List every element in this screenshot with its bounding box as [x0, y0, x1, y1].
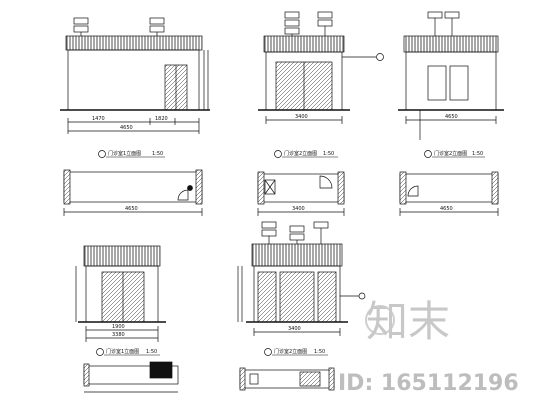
scale-e2: 1:50: [323, 151, 334, 157]
elevation-2: [258, 11, 384, 124]
door-left-3: [427, 65, 447, 101]
dim-e5-total: 3400: [288, 326, 301, 332]
dim-e4-a: 1900: [112, 324, 125, 330]
plan-strip-3: [399, 171, 499, 216]
title-e3: 门诊室2立面图: [434, 150, 467, 157]
title-block-2: 门诊室2立面图 1:50: [274, 150, 338, 158]
wall-outline-3: [405, 51, 497, 111]
scale-e4: 1:50: [146, 349, 157, 355]
dim-e2-total: 3400: [295, 114, 308, 120]
callout-tags-5: [261, 221, 329, 246]
elevation-1: [60, 17, 210, 134]
dim-e3-total: 4650: [445, 114, 458, 120]
title-block-3: 门诊室2立面图 1:50: [424, 150, 485, 158]
title-e1: 门诊室1立面图: [108, 150, 141, 157]
watermark-logo: 知末: [365, 297, 450, 346]
shelving-right-5: [317, 271, 337, 323]
title-e2: 门诊室2立面图: [284, 150, 317, 157]
dim-p2-total: 3400: [292, 206, 305, 212]
dim-e1-a: 1470: [92, 116, 105, 122]
scale-e3: 1:50: [472, 151, 483, 157]
plan-strip-2: [257, 171, 345, 216]
watermark-id: ID: 165112196: [338, 371, 519, 396]
ceiling-band-3: [403, 35, 499, 53]
scale-e1: 1:50: [152, 151, 163, 157]
title-e4: 门诊室1立面图: [106, 348, 139, 355]
plan-strip-5: [239, 367, 335, 391]
center-panel-5: [279, 271, 315, 323]
dim-e1-total: 4650: [120, 125, 133, 131]
ceiling-band-1: [65, 35, 203, 51]
elevation-5: [237, 221, 366, 336]
elevation-3: [398, 11, 504, 140]
scale-e5: 1:50: [314, 349, 325, 355]
ceiling-band-2: [263, 35, 345, 53]
title-block-4: 门诊室1立面图 1:50: [96, 348, 160, 356]
title-e5: 门诊室2立面图: [274, 348, 307, 355]
shelving-left-5: [257, 271, 277, 323]
title-block-1: 门诊室1立面图 1:50: [98, 150, 165, 158]
dim-e1-c: 1820: [155, 116, 168, 122]
dim-p3-total: 4650: [440, 206, 453, 212]
watermark-logo-text: 知末: [366, 297, 450, 346]
ceiling-band-5: [251, 243, 343, 267]
title-block-5: 门诊室2立面图 1:50: [264, 348, 328, 356]
ceiling-band-4: [83, 245, 161, 267]
door-right-3: [449, 65, 469, 101]
elevation-4: [75, 245, 166, 342]
dim-p1-total: 4650: [125, 206, 138, 212]
callout-tags-1: [73, 17, 165, 40]
callout-tags-3: [427, 11, 460, 38]
plan-strip-1: [63, 169, 203, 216]
plan-strip-4: [83, 361, 179, 393]
dim-e4-total: 3380: [112, 332, 125, 338]
